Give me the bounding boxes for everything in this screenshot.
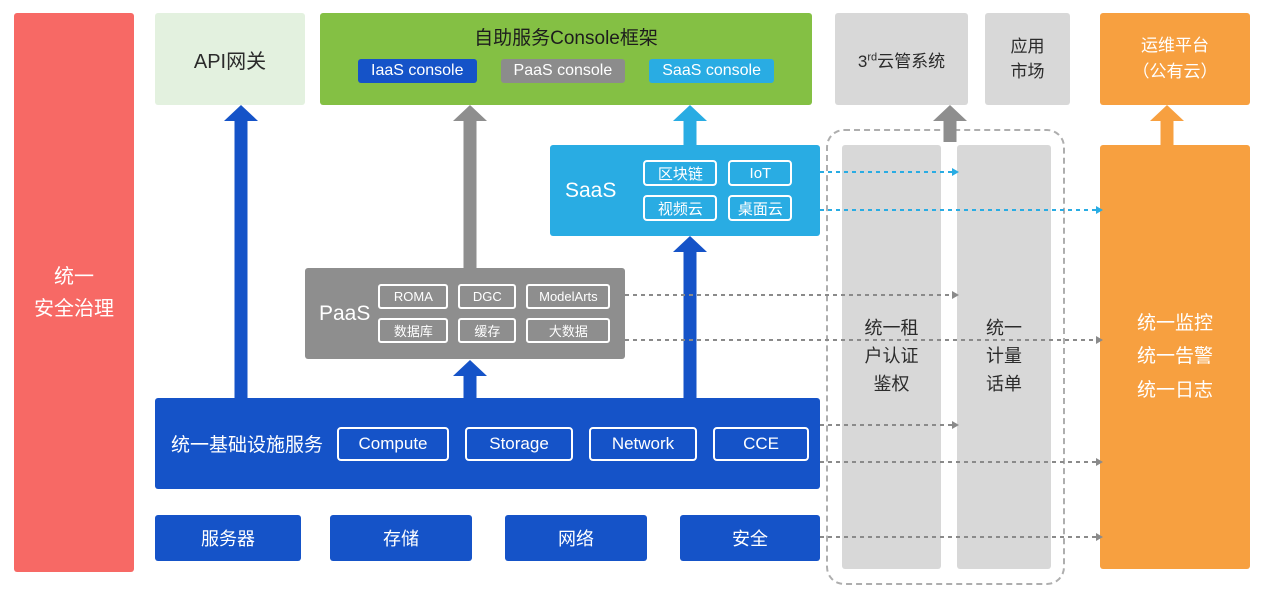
- arrow-saas-to-console-icon: [673, 105, 707, 145]
- connector-iaas-to-metering-icon: [820, 421, 959, 429]
- paas-badge-bigdata: 大数据: [526, 318, 611, 343]
- ops-platform-label: 运维平台 （公有云）: [1132, 35, 1218, 81]
- arrow-iaas-to-api-gateway-icon: [224, 105, 258, 398]
- saas-badge-desktop-cloud: 桌面云: [728, 195, 793, 221]
- paas-badge-dgc: DGC: [458, 284, 517, 309]
- tenant-auth-label: 统一租 户认证 鉴权: [864, 318, 919, 394]
- unified-security-governance-bar: 统一 安全治理: [14, 13, 134, 572]
- arrow-to-third-party-cloud-icon: [933, 105, 967, 142]
- saas-badge-video-cloud: 视频云: [643, 195, 718, 221]
- saas-label: SaaS: [565, 178, 617, 202]
- paas-console-badge: PaaS console: [500, 59, 626, 83]
- infra-box-server: 服务器: [155, 515, 301, 561]
- console-badges-row: IaaS console PaaS console SaaS console: [358, 59, 774, 83]
- saas-console-badge: SaaS console: [649, 59, 774, 83]
- connector-security-to-monitoring-icon: [820, 533, 1103, 541]
- infra-network-label: 网络: [558, 529, 594, 549]
- monitoring-bar: 统一监控 统一告警 统一日志: [1100, 145, 1250, 569]
- arrow-iaas-to-paas-icon: [453, 360, 487, 398]
- connector-saas-to-metering-icon: [820, 168, 959, 176]
- infra-security-label: 安全: [732, 529, 768, 549]
- infra-box-network: 网络: [505, 515, 647, 561]
- app-market-label: 应用 市场: [1010, 36, 1045, 82]
- paas-box: PaaS ROMA DGC ModelArts 数据库 缓存 大数据: [305, 268, 625, 359]
- metering-label: 统一 计量 话单: [986, 318, 1022, 394]
- iaas-badge-network: Network: [589, 426, 698, 461]
- third-party-cloud-label: 3rd云管系统: [857, 50, 946, 71]
- paas-badge-modelarts: ModelArts: [526, 284, 611, 309]
- metering-bar: 统一 计量 话单: [957, 145, 1051, 569]
- paas-badge-database: 数据库: [378, 318, 449, 343]
- paas-badge-roma: ROMA: [378, 284, 449, 309]
- connector-paas-to-metering-icon: [625, 291, 959, 299]
- infra-box-storage: 存储: [330, 515, 472, 561]
- connector-saas-to-monitoring-icon: [820, 206, 1103, 214]
- iaas-badge-compute: Compute: [337, 426, 450, 461]
- monitoring-label: 统一监控 统一告警 统一日志: [1136, 313, 1213, 401]
- api-gateway-box: API网关: [155, 13, 305, 105]
- arrow-to-ops-platform-icon: [1150, 105, 1184, 145]
- arrow-iaas-to-saas-icon: [673, 236, 707, 398]
- iaas-badge-cce: CCE: [713, 426, 810, 461]
- iaas-label: 统一基础设施服务: [171, 435, 324, 456]
- api-gateway-label: API网关: [193, 50, 267, 73]
- tenant-auth-bar: 统一租 户认证 鉴权: [842, 145, 941, 569]
- saas-badges: 区块链 IoT 视频云 桌面云: [643, 160, 793, 221]
- infra-storage-label: 存储: [383, 529, 419, 549]
- paas-badges: ROMA DGC ModelArts 数据库 缓存 大数据: [378, 284, 611, 343]
- paas-badge-cache: 缓存: [458, 318, 517, 343]
- app-market-box: 应用 市场: [985, 13, 1070, 105]
- security-governance-label: 统一 安全治理: [34, 265, 114, 320]
- iaas-badge-storage: Storage: [465, 426, 574, 461]
- connector-iaas-to-monitoring-icon: [820, 458, 1103, 466]
- iaas-console-badge: IaaS console: [358, 59, 477, 83]
- iaas-badges: Compute Storage Network CCE: [337, 426, 810, 461]
- connector-paas-to-monitoring-icon: [625, 336, 1103, 344]
- console-framework-box: 自助服务Console框架 IaaS console PaaS console …: [320, 13, 812, 105]
- paas-label: PaaS: [319, 301, 371, 325]
- saas-badge-blockchain: 区块链: [643, 160, 718, 186]
- iaas-box: 统一基础设施服务 Compute Storage Network CCE: [155, 398, 820, 489]
- infra-box-security: 安全: [680, 515, 820, 561]
- infra-server-label: 服务器: [201, 529, 255, 549]
- arrow-paas-to-console-icon: [453, 105, 487, 268]
- third-party-cloud-mgmt-box: 3rd云管系统: [835, 13, 968, 105]
- ops-platform-box: 运维平台 （公有云）: [1100, 13, 1250, 105]
- console-framework-title: 自助服务Console框架: [474, 28, 658, 49]
- saas-box: SaaS 区块链 IoT 视频云 桌面云: [550, 145, 820, 236]
- saas-badge-iot: IoT: [728, 160, 793, 186]
